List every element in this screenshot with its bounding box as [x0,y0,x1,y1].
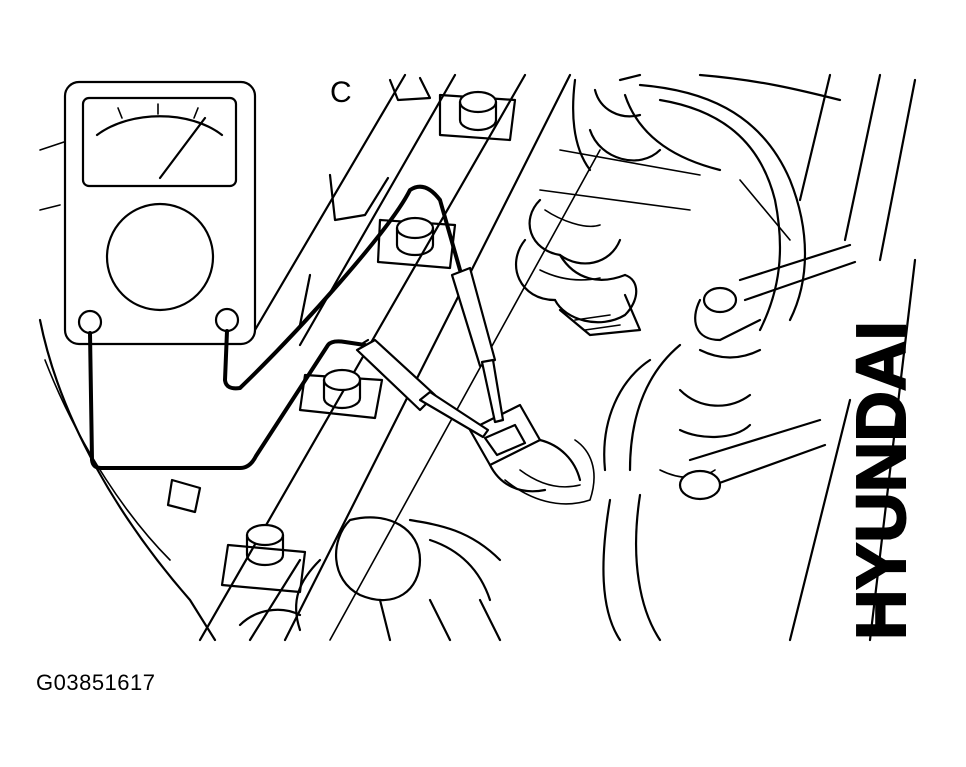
bolt-boss-middle [376,216,457,270]
analog-dial [81,96,238,188]
selector-knob [105,202,215,312]
probe-left [355,338,490,439]
meter-needle [158,116,207,180]
test-lead-right [223,184,462,391]
test-lead-left [88,331,367,470]
bolt-boss-bottom [220,523,307,594]
probe-jack-left [77,309,103,335]
lower-hose-cluster [602,243,857,642]
bolt-boss-lower [298,368,384,420]
figure-code: G03851617 [36,670,156,695]
connector-under-test [468,403,582,493]
injector-upper [558,293,642,337]
rubber-boot [515,198,638,324]
probe-right [450,266,505,424]
multimeter [63,80,257,346]
test-leads [88,184,462,470]
corner-letter: C [330,76,352,109]
bolt-boss-top [438,90,517,142]
engine-brand-text: HYUNDAI [842,321,920,640]
lower-connectors [238,439,595,642]
probe-jack-right [214,307,240,333]
engine-lettering: HYUNDAI C [330,76,921,641]
